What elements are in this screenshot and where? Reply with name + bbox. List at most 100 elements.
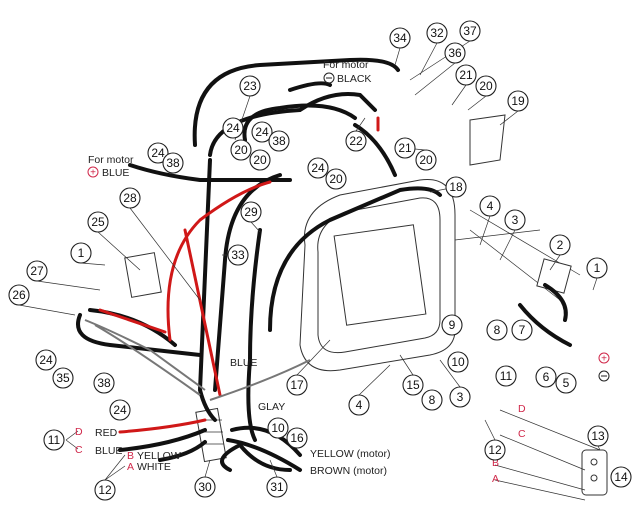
plus-icon xyxy=(87,166,99,178)
callout-number: 15 xyxy=(406,378,420,392)
right-letter-c: C xyxy=(518,428,526,440)
callout-number: 28 xyxy=(123,191,137,205)
callout-20: 20 xyxy=(415,149,437,171)
callout-3: 3 xyxy=(449,386,471,408)
brown-motor-label: BROWN (motor) xyxy=(310,465,387,477)
red-label: RED xyxy=(95,427,118,439)
callout-23: 23 xyxy=(239,75,261,97)
callout-number: 11 xyxy=(48,433,61,447)
callout-number: 22 xyxy=(349,134,363,148)
callout-number: 12 xyxy=(98,483,112,497)
callout-number: 26 xyxy=(12,288,26,302)
callout-38: 38 xyxy=(268,130,290,152)
callout-38: 38 xyxy=(93,372,115,394)
callout-24: 24 xyxy=(251,121,273,143)
callout-number: 3 xyxy=(457,390,464,404)
callout-6: 6 xyxy=(535,366,557,388)
callout-number: 13 xyxy=(591,429,605,443)
callout-number: 24 xyxy=(226,121,240,135)
callout-number: 24 xyxy=(39,353,53,367)
callout-8: 8 xyxy=(421,389,443,411)
callout-11: 11 xyxy=(495,365,517,387)
callout-19: 19 xyxy=(507,90,529,112)
callout-number: 8 xyxy=(494,323,501,337)
letter-c: C xyxy=(75,444,83,456)
white-label: WHITE xyxy=(137,461,171,473)
relay-part xyxy=(124,252,162,298)
callout-number: 10 xyxy=(451,355,465,369)
callout-5: 5 xyxy=(555,372,577,394)
callout-2: 2 xyxy=(549,234,571,256)
callout-number: 32 xyxy=(430,26,444,40)
callout-number: 2 xyxy=(557,238,564,252)
callout-15: 15 xyxy=(402,374,424,396)
callout-number: 21 xyxy=(459,68,473,82)
callout-number: 9 xyxy=(449,318,456,332)
callout-number: 18 xyxy=(449,180,463,194)
callout-21: 21 xyxy=(455,64,477,86)
callout-37: 37 xyxy=(459,20,481,42)
blue-label: BLUE xyxy=(95,445,122,457)
callout-13: 13 xyxy=(587,425,609,447)
svg-text:+: + xyxy=(90,168,96,179)
callout-24: 24 xyxy=(222,117,244,139)
callout-20: 20 xyxy=(325,168,347,190)
controller-housing xyxy=(299,178,581,372)
callout-number: 3 xyxy=(512,213,519,227)
letter-d: D xyxy=(75,426,83,438)
callout-38: 38 xyxy=(162,152,184,174)
svg-text:+: + xyxy=(601,354,607,365)
callout-3: 3 xyxy=(504,209,526,231)
callout-7: 7 xyxy=(511,319,533,341)
motor-plus-for-label: For motor xyxy=(88,154,134,166)
callout-number: 20 xyxy=(253,153,267,167)
callout-24: 24 xyxy=(147,142,169,164)
callout-24: 24 xyxy=(109,399,131,421)
callout-number: 34 xyxy=(393,31,407,45)
callout-18: 18 xyxy=(445,176,467,198)
callout-number: 20 xyxy=(419,153,433,167)
callout-number: 38 xyxy=(97,376,111,390)
callout-17: 17 xyxy=(286,374,308,396)
right-letter-b: B xyxy=(492,457,499,469)
callout-number: 38 xyxy=(166,156,180,170)
callout-number: 11 xyxy=(500,369,513,383)
callout-28: 28 xyxy=(119,187,141,209)
plus-terminal-icon xyxy=(598,352,610,364)
minus-icon xyxy=(323,72,335,84)
callout-29: 29 xyxy=(240,201,262,223)
right-letter-d: D xyxy=(518,403,526,415)
callout-number: 20 xyxy=(479,79,493,93)
callout-22: 22 xyxy=(345,130,367,152)
callout-number: 37 xyxy=(463,24,477,38)
bracket-part xyxy=(469,114,506,166)
callout-number: 8 xyxy=(429,393,436,407)
callout-number: 27 xyxy=(30,264,44,278)
callout-24: 24 xyxy=(35,349,57,371)
glay-label: GLAY xyxy=(258,401,285,413)
callout-number: 23 xyxy=(243,79,257,93)
callout-number: 20 xyxy=(329,172,343,186)
callout-number: 24 xyxy=(113,403,127,417)
callout-9: 9 xyxy=(441,314,463,336)
callout-number: 19 xyxy=(511,94,525,108)
callout-21: 21 xyxy=(394,137,416,159)
motor-minus-color-label: BLACK xyxy=(337,73,371,85)
callout-number: 25 xyxy=(91,215,105,229)
callout-number: 1 xyxy=(78,246,85,260)
callout-number: 7 xyxy=(519,323,526,337)
minus-terminal-icon xyxy=(598,370,610,382)
callout-number: 14 xyxy=(614,470,628,484)
callout-14: 14 xyxy=(610,466,632,488)
letter-a: A xyxy=(127,461,134,473)
callout-32: 32 xyxy=(426,22,448,44)
callout-number: 38 xyxy=(272,134,286,148)
callout-4: 4 xyxy=(479,195,501,217)
callout-35: 35 xyxy=(52,367,74,389)
callout-30: 30 xyxy=(194,476,216,498)
callout-number: 24 xyxy=(255,125,269,139)
callout-12: 12 xyxy=(94,479,116,501)
callout-number: 4 xyxy=(356,398,363,412)
